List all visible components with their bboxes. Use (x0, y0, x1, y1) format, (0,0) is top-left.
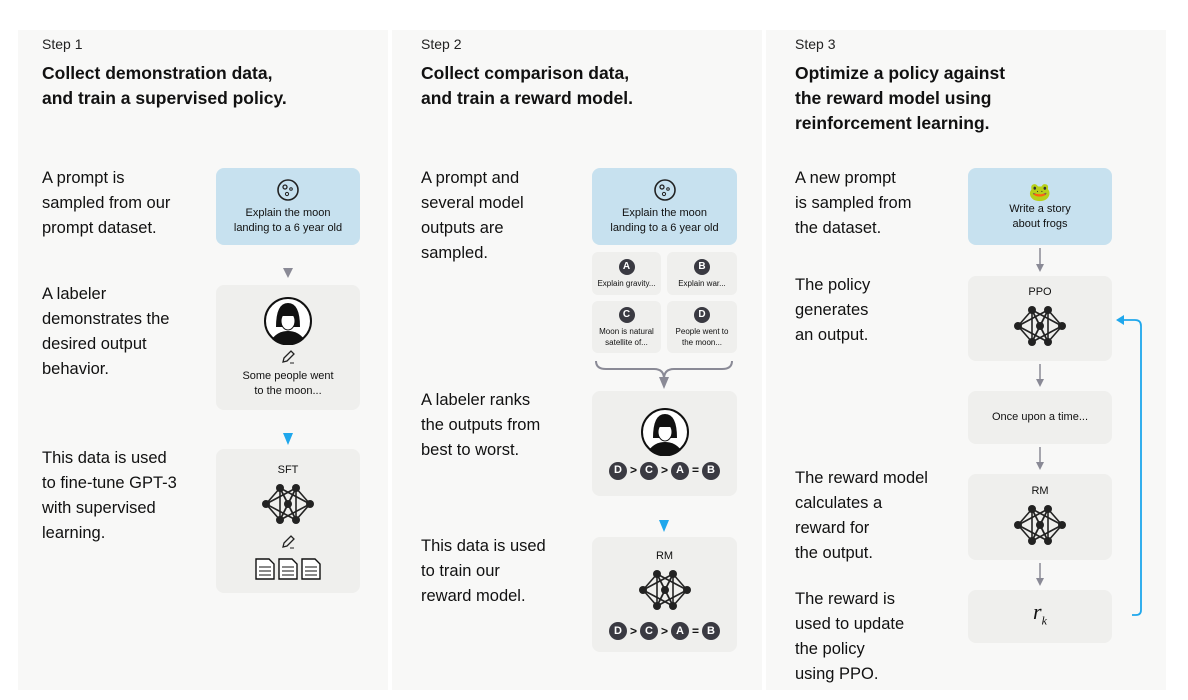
step2-label: Step 2 (421, 36, 462, 52)
step2-title: Collect comparison data,and train a rewa… (421, 63, 633, 108)
step3-ppo-box: PPO (968, 276, 1112, 361)
documents-icon (255, 557, 321, 580)
moon-icon (276, 178, 300, 202)
rank-item: C (639, 622, 658, 640)
labeler-avatar-icon (264, 296, 312, 345)
step3-output-box: Once upon a time... (968, 391, 1112, 444)
pencil-icon (280, 349, 296, 365)
neural-network-icon (258, 482, 318, 526)
rank-operator: > (629, 463, 637, 477)
step3-rm-box: RM (968, 474, 1112, 560)
step2-labeler-box: D>C>A=B (592, 391, 737, 496)
step1-sft-box: SFT (216, 449, 360, 593)
rank-operator: = (692, 623, 700, 638)
step3-flow-arrows (1036, 248, 1044, 586)
feedback-arrow (1121, 319, 1142, 616)
rank-item: A (671, 461, 689, 480)
rank-operator: > (629, 623, 637, 638)
moon-icon (653, 178, 677, 202)
arrow-gray-icon (659, 377, 669, 389)
rank-item: D (608, 622, 627, 640)
neural-network-icon (635, 568, 695, 612)
rank-operator: > (660, 463, 668, 477)
step3-reward-box: rk (968, 590, 1112, 643)
pencil-icon (280, 534, 296, 550)
neural-network-icon (1010, 304, 1070, 348)
neural-network-icon (1010, 503, 1070, 547)
ranking: D>C>A=B (608, 461, 721, 480)
rank-operator: > (660, 623, 668, 638)
ranking: D>C>A=B (608, 622, 721, 640)
brace-connector (595, 360, 733, 380)
rank-item: D (608, 461, 627, 480)
ppo-label: PPO (1028, 286, 1052, 298)
labeler-avatar-icon (640, 407, 689, 456)
rank-item: B (702, 461, 721, 480)
rank-item: C (639, 461, 658, 480)
arrow-gray-icon (283, 268, 293, 278)
step1-title: Collect demonstration data,and train a s… (42, 63, 287, 108)
step2-rm-box: RM D>C>A=B (592, 537, 737, 652)
arrow-blue-icon (283, 433, 293, 445)
rank-item: A (671, 622, 689, 640)
frog-icon: 🐸 (1028, 181, 1052, 202)
step1-label: Step 1 (42, 36, 83, 52)
step3-label: Step 3 (795, 36, 836, 52)
rank-operator: = (692, 463, 700, 477)
arrow-blue-icon (659, 520, 669, 532)
rank-item: B (702, 622, 721, 640)
rm-label: RM (655, 550, 674, 562)
sft-label: SFT (277, 463, 299, 476)
rm-label: RM (1031, 484, 1049, 497)
